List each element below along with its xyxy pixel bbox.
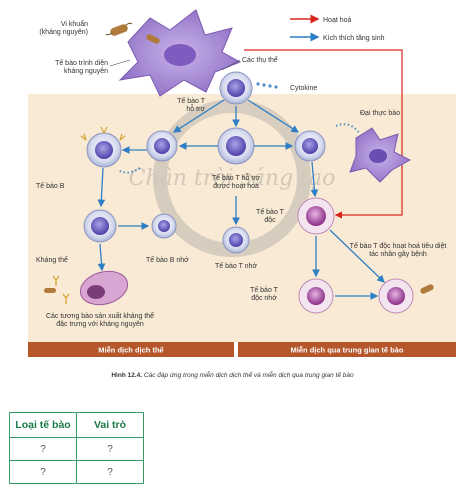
b-cell-label: Tế bào B	[36, 181, 65, 190]
b-cell-receptors	[80, 126, 126, 141]
table-header-row: Loại tế bào Vai trò	[9, 412, 144, 438]
role-table: Loại tế bào Vai trò ? ? ? ?	[9, 412, 144, 484]
legend-stimulate-label: Kích thích tăng sinh	[323, 35, 385, 42]
bacteria-icon	[105, 22, 133, 36]
macrophage-nucleus	[369, 149, 387, 163]
apc-nucleus	[164, 44, 196, 66]
cytotoxic-to-activated-arrow	[329, 229, 385, 283]
humoral-bar	[28, 342, 234, 357]
memory-cytotoxic-nucleus	[307, 287, 325, 305]
b-cytokine-dots	[117, 167, 141, 174]
activation-path	[244, 49, 403, 219]
cellular-bar-label: Miễn dịch qua trung gian tế bào	[291, 346, 404, 355]
b-down-arrow	[97, 167, 106, 208]
table-cell: ?	[76, 437, 144, 461]
watermark-text: Chân trời sáng tạo	[129, 166, 336, 191]
antibody-icon	[52, 275, 70, 304]
caption-text: Các đáp ứng trong miễn dịch dịch thể và …	[143, 372, 354, 379]
antibody-bacteria-icon	[44, 288, 56, 293]
memory-b-nucleus	[158, 220, 170, 232]
memory-b-label: Tế bào B nhớ	[146, 255, 189, 264]
bacteria-label: Vi khuẩn(kháng nguyên)	[39, 20, 88, 36]
helper-up-left-arrow	[172, 99, 225, 133]
table-cell: ?	[9, 460, 77, 484]
helper-t-right-nucleus	[302, 138, 318, 154]
cytokine-dots	[256, 82, 278, 89]
apc-bacteria-icon	[146, 34, 160, 44]
memory-t-nucleus	[229, 233, 243, 247]
table-cell: ?	[9, 437, 77, 461]
cytotoxic-t-nucleus	[306, 206, 326, 226]
apc-leader	[109, 59, 131, 67]
plasma-cell-nucleus	[87, 285, 105, 299]
macrophage-cytokine-dots	[335, 123, 361, 135]
pathogen-bacteria-icon	[420, 284, 434, 294]
caption-number: Hình 12.4.	[111, 372, 143, 379]
header-cell-role: Vai trò	[76, 412, 144, 438]
receptors-leader	[221, 59, 241, 71]
helper-right-to-cytotoxic-arrow	[310, 161, 319, 198]
b-to-plasma-arrow	[97, 243, 106, 272]
header-cell-type: Loại tế bào	[9, 412, 77, 438]
b-cell-nucleus	[95, 141, 113, 159]
macrophage-label: Đại thực bào	[360, 110, 400, 117]
legend-activate-label: Hoạt hoá	[323, 17, 352, 24]
table-row: ? ?	[9, 437, 144, 461]
helper-t-left-nucleus	[154, 138, 170, 154]
activated-cytotoxic-nucleus	[387, 287, 405, 305]
activated-helper-t-nucleus	[226, 136, 246, 156]
cytokine-label: Cytokine	[290, 85, 317, 92]
helper-t-nucleus	[227, 79, 245, 97]
humoral-bar-label: Miễn dịch dịch thể	[98, 346, 163, 355]
table-cell: ?	[76, 460, 144, 484]
b-cell-proliferating-nucleus	[91, 217, 109, 235]
helper-up-right-arrow	[247, 99, 300, 133]
cellular-bar	[238, 342, 456, 357]
memory-t-label: Tế bào T nhớ	[215, 261, 257, 270]
receptors-label: Các thụ thể	[242, 56, 278, 64]
table-row: ? ?	[9, 460, 144, 484]
figure-caption: Hình 12.4. Các đáp ứng trong miễn dịch d…	[0, 372, 465, 379]
antibody-label: Kháng thể	[36, 256, 68, 264]
